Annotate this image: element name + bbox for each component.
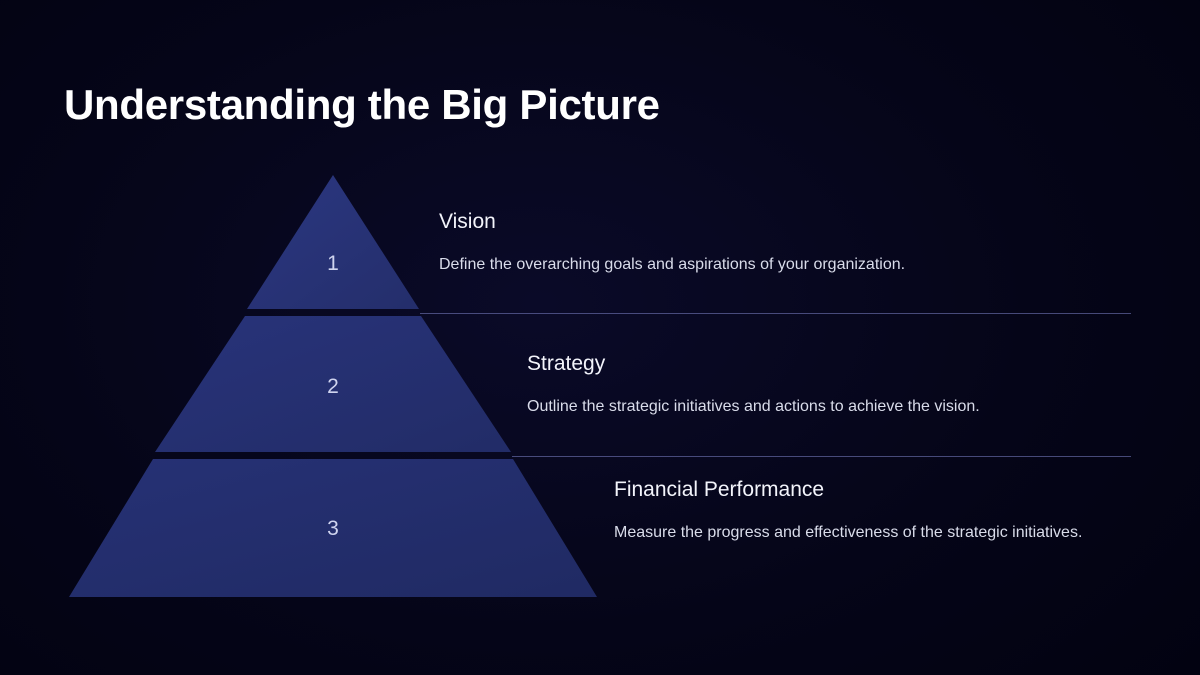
tier-content-financial-performance: Financial Performance Measure the progre…	[614, 477, 1092, 546]
tier-content-vision: Vision Define the overarching goals and …	[439, 209, 1039, 278]
tier-divider-line-1	[420, 313, 1131, 314]
tier-title-strategy: Strategy	[527, 352, 606, 375]
tier-content-strategy: Strategy Outline the strategic initiativ…	[527, 351, 1127, 420]
tier-title-financial-performance: Financial Performance	[614, 478, 825, 501]
tier-description-strategy: Outline the strategic initiatives and ac…	[527, 398, 980, 416]
tier-description-vision: Define the overarching goals and aspirat…	[439, 256, 906, 274]
tier-divider-line-2	[512, 456, 1131, 457]
tier-description-financial-performance: Measure the progress and effectiveness o…	[614, 524, 1083, 542]
pyramid-tier-number-3: 3	[327, 517, 339, 540]
page-title: Understanding the Big Picture	[64, 81, 660, 128]
pyramid-tier-1[interactable]	[247, 175, 419, 309]
pyramid-tier-number-2: 2	[327, 375, 339, 398]
pyramid-tier-number-1: 1	[327, 252, 339, 275]
tier-title-vision: Vision	[439, 210, 496, 233]
